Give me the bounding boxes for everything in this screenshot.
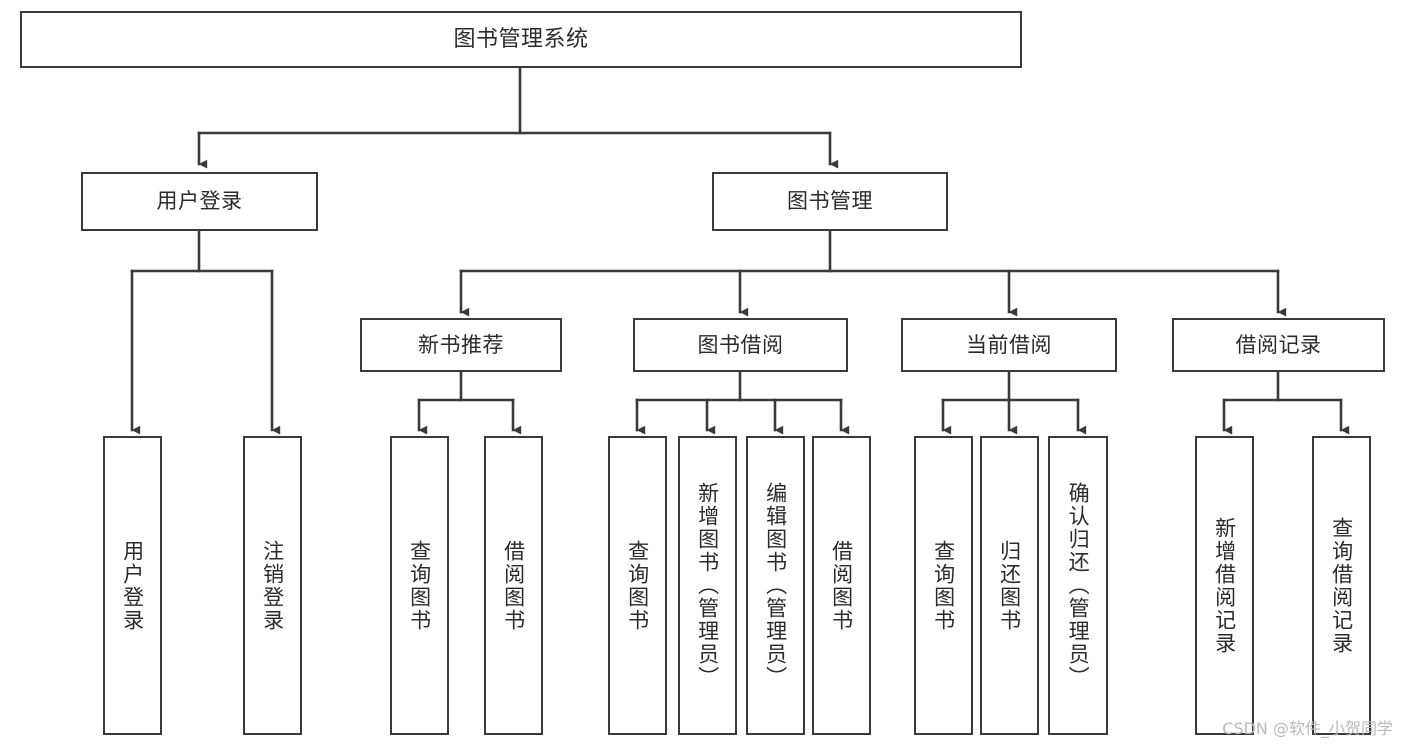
node-leaf-borrow-record-query[interactable]: 查询借阅记录 [1312, 436, 1371, 735]
node-label: 归还图书 [997, 539, 1022, 632]
node-user-login[interactable]: 用户登录 [81, 172, 318, 231]
node-leaf-new-book-query[interactable]: 查询图书 [390, 436, 449, 735]
node-label: 新增图书（管理员） [695, 482, 720, 689]
node-label: 查询借阅记录 [1329, 516, 1354, 655]
node-new-book-recommend[interactable]: 新书推荐 [360, 318, 562, 372]
node-label: 当前借阅 [966, 332, 1052, 357]
node-leaf-current-borrow-query[interactable]: 查询图书 [914, 436, 973, 735]
node-label: 用户登录 [156, 189, 243, 214]
node-book-management[interactable]: 图书管理 [712, 172, 948, 231]
node-leaf-current-borrow-confirm[interactable]: 确认归还（管理员） [1048, 436, 1108, 735]
node-leaf-borrow-record-add[interactable]: 新增借阅记录 [1195, 436, 1254, 735]
node-label: 注销登录 [260, 539, 285, 632]
node-leaf-book-borrow-borrow[interactable]: 借阅图书 [812, 436, 871, 735]
node-leaf-book-borrow-query[interactable]: 查询图书 [608, 436, 667, 735]
node-label: 新书推荐 [418, 332, 504, 357]
node-book-borrow[interactable]: 图书借阅 [633, 318, 848, 372]
node-label: 编辑图书（管理员） [763, 482, 788, 689]
node-leaf-book-borrow-add[interactable]: 新增图书（管理员） [678, 436, 737, 735]
node-leaf-book-borrow-edit[interactable]: 编辑图书（管理员） [746, 436, 805, 735]
node-leaf-user-login-login[interactable]: 用户登录 [103, 436, 162, 735]
watermark-text: CSDN @软件_小贺同学 [1222, 719, 1393, 738]
node-label: 查询图书 [407, 539, 432, 632]
node-current-borrow[interactable]: 当前借阅 [901, 318, 1117, 372]
node-label: 图书管理 [787, 189, 873, 214]
node-leaf-user-login-logout[interactable]: 注销登录 [243, 436, 302, 735]
node-leaf-new-book-borrow[interactable]: 借阅图书 [484, 436, 543, 735]
node-label: 用户登录 [120, 539, 145, 632]
node-label: 确认归还（管理员） [1066, 482, 1091, 689]
node-root-system[interactable]: 图书管理系统 [20, 11, 1022, 68]
node-label: 借阅图书 [501, 539, 526, 632]
node-label: 借阅图书 [829, 539, 854, 632]
node-label: 新增借阅记录 [1212, 516, 1237, 655]
node-label: 查询图书 [625, 539, 650, 632]
node-label: 借阅记录 [1235, 332, 1322, 357]
node-label: 图书借阅 [697, 332, 784, 357]
node-label: 查询图书 [931, 539, 956, 632]
node-label: 图书管理系统 [453, 26, 589, 52]
node-leaf-current-borrow-return[interactable]: 归还图书 [980, 436, 1039, 735]
node-borrow-record[interactable]: 借阅记录 [1172, 318, 1385, 372]
